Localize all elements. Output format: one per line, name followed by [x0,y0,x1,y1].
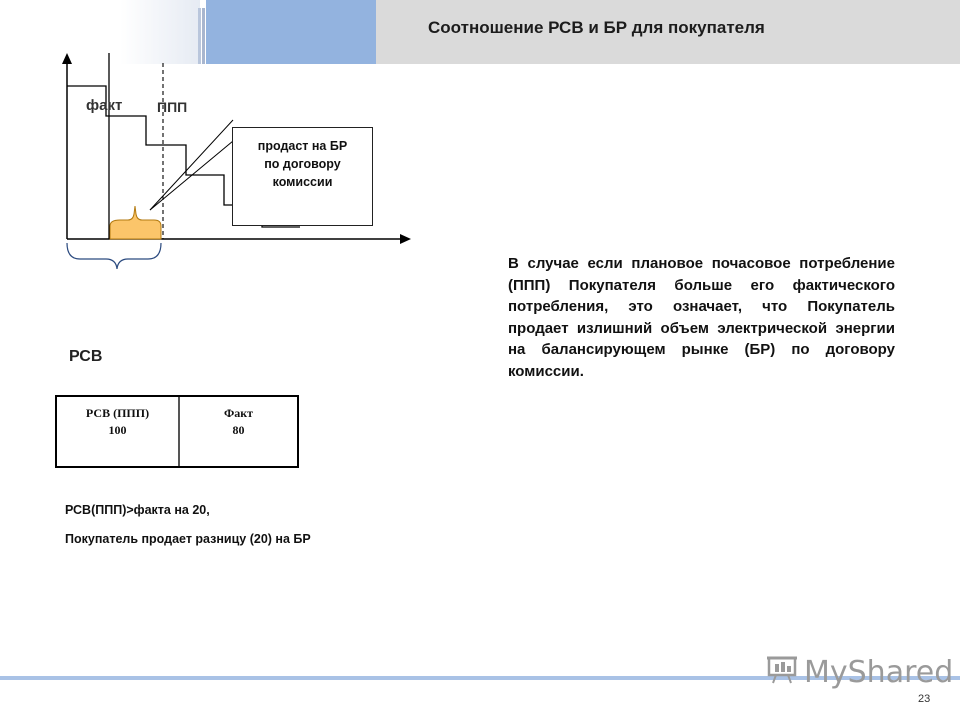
table-cell-rsv: РСВ (ППП) 100 [57,397,180,466]
header-divider [198,8,201,64]
callout-pointer [149,119,234,211]
note-line: РСВ(ППП)>факта на 20, [65,503,210,517]
rsv-brace [66,242,162,270]
footer-rule [0,676,960,680]
note-line: Покупатель продает разницу (20) на БР [65,532,311,546]
page-title: Соотношение РСВ и БР для покупателя [428,18,765,37]
table-header: Факт [223,406,254,420]
surplus-region [109,205,162,240]
table-value: 100 [108,423,127,437]
x-axis-arrow [400,234,411,244]
y-axis-arrow [62,53,72,64]
header-title-bar [376,0,960,64]
watermark-text: MyShared [804,654,954,690]
explanation-paragraph: В случае если плановое почасовое потребл… [508,255,895,380]
page-number: 23 [918,693,931,705]
callout-line: по договору [264,157,341,171]
comparison-table: РСВ (ППП) 100 Факт 80 [55,395,299,468]
table-header: РСВ (ППП) [85,406,150,420]
header-accent-block [206,0,376,64]
table-cell-fact: Факт 80 [180,397,297,466]
watermark: MyShared [766,652,953,692]
ppp-label: ППП [157,99,188,115]
callout-pointer [149,140,234,211]
fact-label: факт [86,97,123,114]
header-decor-left [0,0,200,64]
callout-box: продаст на БР по договору комиссии [232,127,373,226]
callout-line: комиссии [272,175,333,189]
header-divider [202,8,205,64]
rsv-label: РСВ [69,348,103,365]
presentation-board-icon [766,652,798,692]
callout-line: продаст на БР [257,139,348,153]
table-value: 80 [232,423,245,437]
